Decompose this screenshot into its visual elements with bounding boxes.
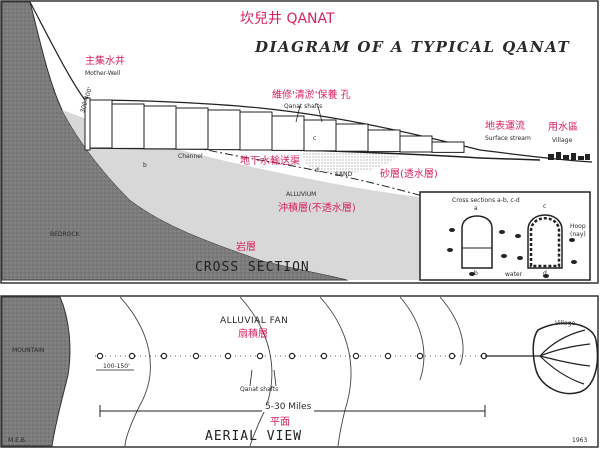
shaft-segment — [111, 103, 145, 149]
village-houses — [548, 152, 590, 160]
underground-channel-cn: 地下水輸送渠 — [240, 156, 300, 167]
shaft-segment — [303, 119, 337, 152]
channel-label: Channel — [178, 153, 203, 160]
shaft-segment — [367, 129, 401, 153]
aerial-view-panel — [0, 295, 599, 448]
aerial-frame — [0, 295, 599, 448]
aerial-shaft-markers — [96, 352, 488, 360]
inset-hoop: Hoop — [570, 223, 586, 230]
hoop-lining — [529, 217, 561, 268]
inset-cross-sections — [419, 191, 591, 281]
title-en: DIAGRAM OF A TYPICAL QANAT — [255, 38, 571, 56]
shaft-arrow-left — [295, 105, 301, 123]
shaft-segment — [143, 105, 177, 150]
tunnel-section-ab — [461, 215, 493, 269]
mother-well-shaft — [84, 97, 91, 151]
aerial-shaft-marker — [384, 352, 392, 360]
fan-contours — [119, 296, 464, 447]
point-d-label: d — [315, 167, 319, 174]
year-label: 1963 — [572, 437, 588, 444]
point-c-label: c — [313, 135, 317, 142]
bedrock-label: BEDROCK — [50, 231, 80, 238]
shafts-en: Qanat shafts — [284, 103, 323, 110]
qanat-shafts — [89, 99, 465, 153]
inset-hoop-sub: (nay) — [570, 231, 586, 238]
aerial-shaft-marker — [192, 352, 200, 360]
water-table-line — [84, 119, 471, 211]
aerial-view-cn: 平面 — [270, 417, 290, 428]
cross-section-panel — [0, 0, 599, 284]
distributaries — [485, 329, 591, 385]
mother-well-en: Mother-Well — [85, 70, 121, 77]
aerial-shaft-marker — [448, 352, 456, 360]
shaft-arrow-right — [317, 105, 323, 123]
aerial-village — [532, 322, 599, 395]
shaft-segment — [239, 111, 273, 151]
tunnel-section-cd — [527, 214, 563, 269]
aerial-mountain — [1, 296, 71, 447]
aerial-shaft-marker — [320, 352, 328, 360]
shafts-cn: 維修'清淤'保養 孔 — [272, 90, 351, 101]
shaft-segment — [207, 109, 241, 151]
sand-cn: 砂層(透水層) — [380, 169, 438, 180]
aerial-view-title: AERIAL VIEW — [205, 429, 303, 444]
artist-initials: M.E.B. — [8, 437, 27, 444]
alluvium-layer — [62, 110, 470, 280]
inset-a: a — [474, 205, 478, 212]
shaft-segment — [175, 107, 209, 150]
surface-stream-en: Surface stream — [485, 135, 531, 142]
distance-label: 5-30 Miles — [262, 403, 315, 412]
cross-section-frame — [0, 0, 599, 284]
surface-stream-cn: 地表運流 — [485, 121, 525, 132]
inset-d: d — [543, 270, 547, 277]
shaft-segment — [271, 115, 305, 151]
ground-surface-line — [29, 1, 593, 163]
aerial-arrow-left — [249, 369, 253, 387]
aerial-village-label: Village — [555, 320, 576, 327]
inset-b: b — [474, 270, 478, 277]
spacing-label: 100-150' — [103, 363, 130, 370]
aerial-shafts-label: Qanat shafts — [240, 386, 279, 393]
inset-title: Cross sections a-b, c-d — [452, 197, 520, 204]
alluvial-fan-label: ALLUVIAL FAN — [220, 316, 289, 326]
aerial-shaft-marker — [352, 352, 360, 360]
mountain-label: MOUNTAIN — [12, 347, 45, 354]
shaft-segment — [431, 141, 465, 153]
shaft-segment — [399, 135, 433, 153]
aerial-arrow-right — [273, 369, 277, 387]
aerial-shaft-marker — [96, 352, 104, 360]
cross-section-title: CROSS SECTION — [195, 260, 310, 275]
title-cn: 坎兒井 QANAT — [240, 11, 335, 27]
village-en: Village — [552, 137, 573, 144]
aerial-shaft-marker — [416, 352, 424, 360]
shaft-segment — [335, 123, 369, 152]
aerial-shaft-marker — [160, 352, 168, 360]
sand-label: SAND — [335, 171, 353, 178]
inset-c: c — [543, 203, 547, 210]
alluvium-cn: 沖積層(不透水層) — [278, 203, 356, 214]
mother-well-cn: 主集水井 — [85, 56, 125, 67]
alluvium-label: ALLUVIUM — [286, 191, 317, 198]
aerial-shaft-marker — [288, 352, 296, 360]
surface-stream — [479, 157, 541, 161]
village-cn: 用水區 — [548, 122, 578, 133]
alluvial-fan-cn: 扇積層 — [238, 329, 268, 340]
aerial-shaft-marker — [128, 352, 136, 360]
bedrock-cn: 岩層 — [236, 242, 256, 253]
aerial-shaft-marker — [256, 352, 264, 360]
shaft-segment — [89, 99, 113, 149]
inset-water: water — [505, 271, 523, 278]
aerial-shaft-marker — [224, 352, 232, 360]
point-b-label: b — [143, 162, 147, 169]
